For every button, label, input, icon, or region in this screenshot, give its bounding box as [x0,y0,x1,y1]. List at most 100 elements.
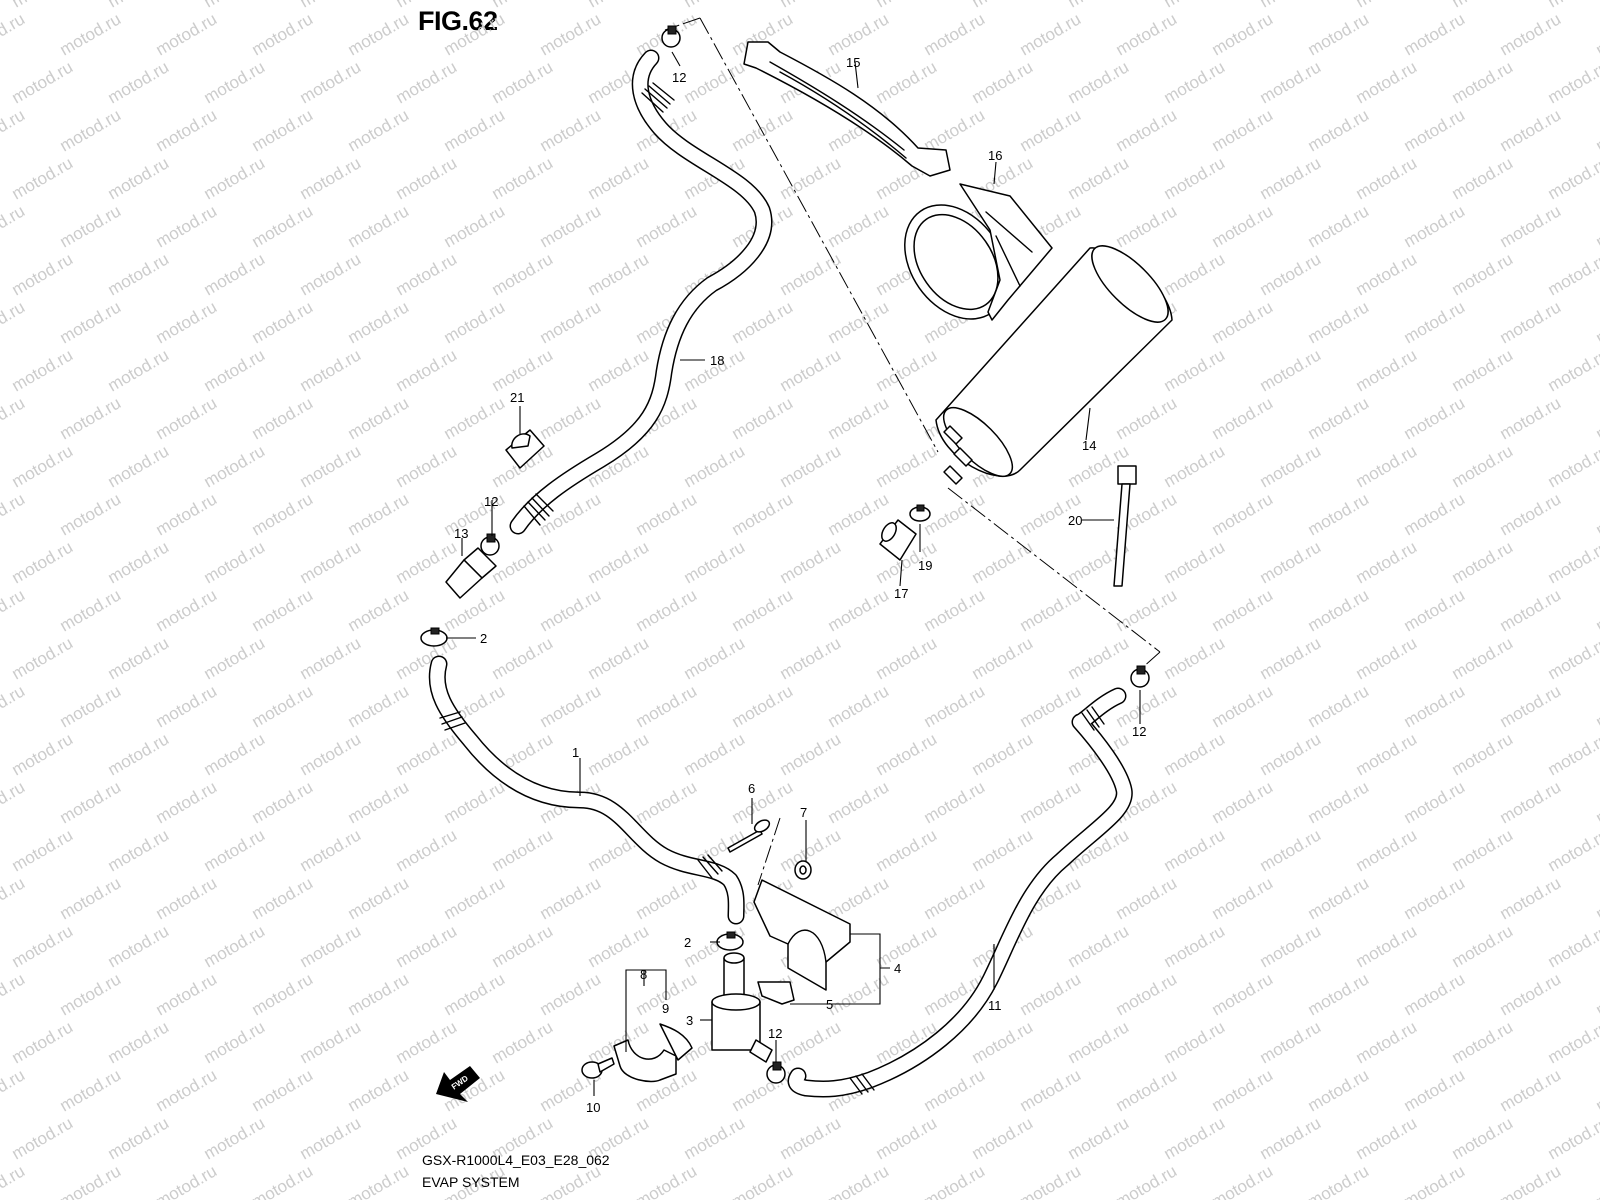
watermark-text: motod.ru [1017,9,1085,59]
watermark-text: motod.ru [249,1161,317,1200]
watermark-text: motod.ru [1113,393,1181,443]
valve-bracket [753,879,851,991]
watermark-text: motod.ru [777,1113,845,1163]
watermark-text: motod.ru [0,1161,28,1200]
watermark-text: motod.ru [585,345,653,395]
watermark-text: motod.ru [585,633,653,683]
watermark-text: motod.ru [345,297,413,347]
watermark-text: motod.ru [153,1065,221,1115]
watermark-text: motod.ru [1017,969,1085,1019]
watermark-text: motod.ru [249,297,317,347]
watermark-text: motod.ru [777,153,845,203]
watermark-text: motod.ru [441,585,509,635]
watermark-text: motod.ru [201,1113,269,1163]
watermark-text: motod.ru [345,585,413,635]
watermark-text: motod.ru [873,825,941,875]
watermark-text: motod.ru [1497,873,1565,923]
watermark-text: motod.ru [1449,1113,1517,1163]
watermark-text: motod.ru [1209,105,1277,155]
watermark-text: motod.ru [729,1065,797,1115]
watermark-text: motod.ru [777,345,845,395]
watermark-text: motod.ru [57,105,125,155]
watermark-text: motod.ru [1353,633,1421,683]
watermark-text: motod.ru [969,1017,1037,1067]
watermark-text: motod.ru [729,393,797,443]
watermark-text: motod.ru [297,633,365,683]
watermark-text: motod.ru [345,1161,413,1200]
watermark-text: motod.ru [0,1065,28,1115]
watermark-text: motod.ru [969,537,1037,587]
watermark-text: motod.ru [969,729,1037,779]
watermark-text: motod.ru [297,57,365,107]
watermark-text: motod.ru [1353,153,1421,203]
watermark-text: motod.ru [681,633,749,683]
watermark-text: motod.ru [105,729,173,779]
watermark-text: motod.ru [0,969,28,1019]
watermark-text: motod.ru [1113,873,1181,923]
watermark-text: motod.ru [393,825,461,875]
watermark-text: motod.ru [1449,825,1517,875]
watermark-text: motod.ru [1353,441,1421,491]
watermark-text: motod.ru [57,873,125,923]
watermark-text: motod.ru [0,681,28,731]
watermark-text: motod.ru [249,9,317,59]
callout-8: 8 [640,967,647,982]
watermark-text: motod.ru [153,681,221,731]
washer [794,860,812,880]
watermark-text: motod.ru [873,921,941,971]
watermark-text: motod.ru [1593,201,1600,251]
watermark-text: motod.ru [825,9,893,59]
watermark-text: motod.ru [1305,1161,1373,1200]
fwd-arrow-icon: FWD [436,1066,480,1102]
watermark-text: motod.ru [1161,1017,1229,1067]
watermark-text: motod.ru [1065,153,1133,203]
watermark-text: motod.ru [1401,489,1469,539]
watermark-text: motod.ru [201,345,269,395]
watermark-text: motod.ru [1449,537,1517,587]
watermark-text: motod.ru [729,585,797,635]
watermark-text: motod.ru [345,393,413,443]
watermark-text: motod.ru [201,57,269,107]
watermark-text: motod.ru [1353,921,1421,971]
watermark-text: motod.ru [633,1161,701,1200]
watermark-text: motod.ru [393,57,461,107]
watermark-text: motod.ru [1161,249,1229,299]
watermark-text: motod.ru [1545,1017,1600,1067]
watermark-text: motod.ru [393,345,461,395]
watermark-text: motod.ru [1593,297,1600,347]
watermark-text: motod.ru [585,537,653,587]
watermark-text: motod.ru [1545,825,1600,875]
watermark-text: motod.ru [489,1017,557,1067]
watermark-text: motod.ru [1257,729,1325,779]
watermark-text: motod.ru [585,249,653,299]
watermark-text: motod.ru [153,9,221,59]
hose-clamps [420,25,1150,1084]
watermark-text: motod.ru [1113,9,1181,59]
watermark-text: motod.ru [1401,1161,1469,1200]
watermark-text: motod.ru [0,873,28,923]
watermark-text: motod.ru [441,201,509,251]
watermark-text: motod.ru [1497,105,1565,155]
watermark-text: motod.ru [1401,585,1469,635]
watermark-text: motod.ru [1497,297,1565,347]
watermark-text: motod.ru [1497,9,1565,59]
watermark-text: motod.ru [1257,537,1325,587]
watermark-text: motod.ru [681,1113,749,1163]
watermark-text: motod.ru [921,873,989,923]
watermark-text: motod.ru [633,873,701,923]
watermark-text: motod.ru [777,537,845,587]
watermark-text: motod.ru [0,489,28,539]
watermark-text: motod.ru [1209,585,1277,635]
watermark-text: motod.ru [297,825,365,875]
watermark-text: motod.ru [57,201,125,251]
watermark-text: motod.ru [1353,729,1421,779]
pipe-connector [445,547,497,599]
watermark-text: motod.ru [1497,201,1565,251]
callout-6: 6 [748,781,755,796]
watermark-text: motod.ru [1257,825,1325,875]
watermark-text: motod.ru [153,489,221,539]
watermark-text: motod.ru [1497,777,1565,827]
watermark-text: motod.ru [1353,345,1421,395]
watermark-text: motod.ru [57,969,125,1019]
watermark-text: motod.ru [1593,9,1600,59]
